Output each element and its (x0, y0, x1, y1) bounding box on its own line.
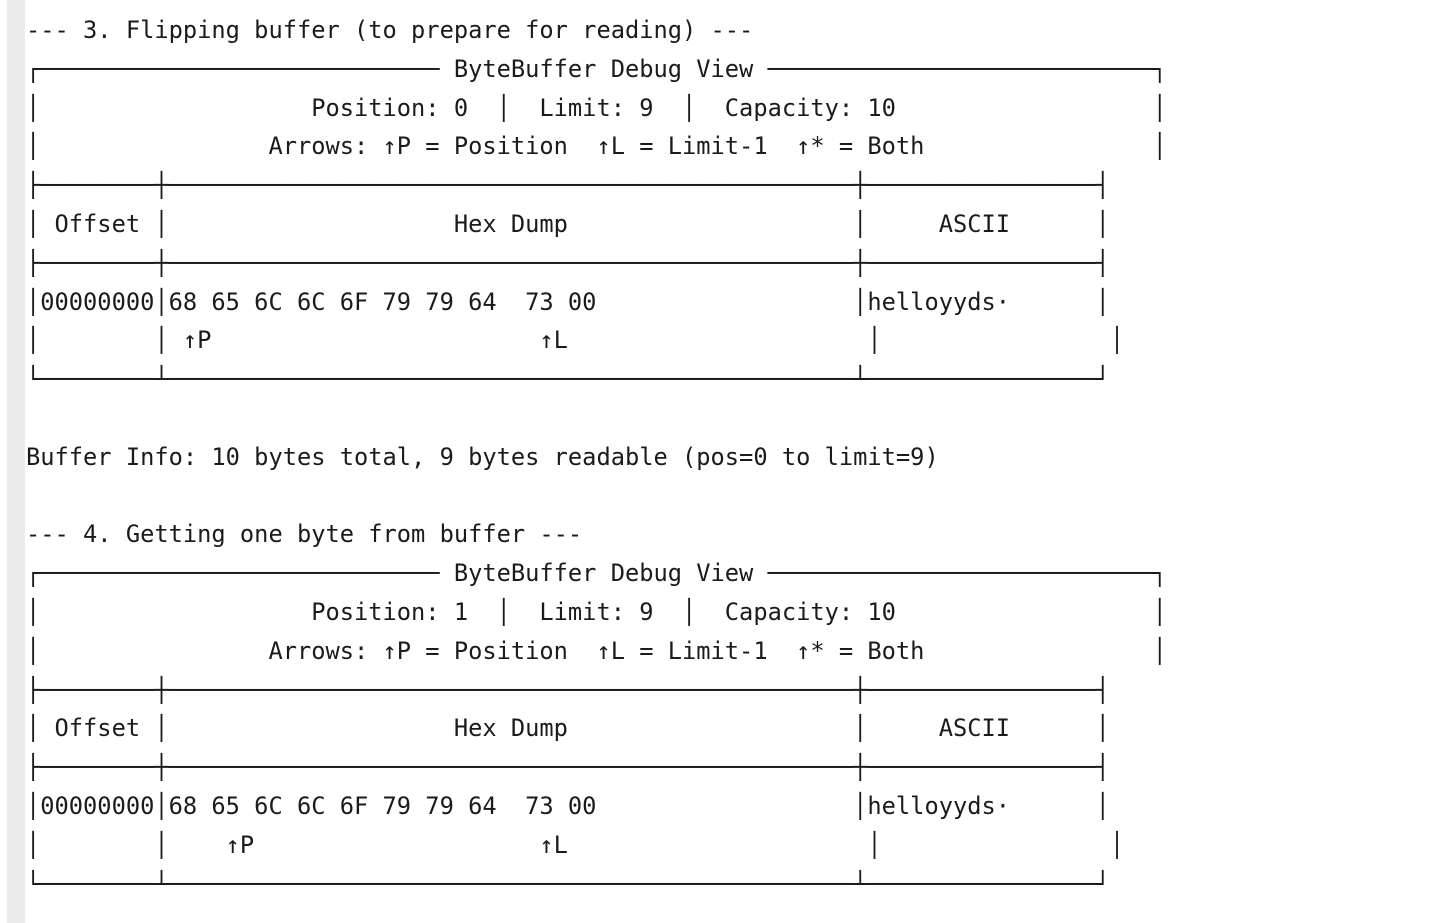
table2-marker-row: │ │ ↑P ↑L │ │ (26, 830, 1125, 859)
table2-header-row: │ Offset │ Hex Dump │ ASCII │ (26, 714, 1110, 743)
terminal-output-area[interactable]: --- 3. Flipping buffer (to prepare for r… (26, 11, 1167, 903)
box1-status-line: │ Position: 0 │ Limit: 9 │ Capacity: 10 … (26, 93, 1167, 122)
left-gutter-divider (7, 0, 25, 923)
box2-status-line: │ Position: 1 │ Limit: 9 │ Capacity: 10 … (26, 597, 1167, 626)
table1-header-row: │ Offset │ Hex Dump │ ASCII │ (26, 209, 1110, 238)
table2-top-border: ├────────┼──────────────────────────────… (26, 675, 1110, 704)
step3-heading: --- 3. Flipping buffer (to prepare for r… (26, 16, 754, 44)
box2-arrows-legend: │ Arrows: ↑P = Position ↑L = Limit-1 ↑* … (26, 636, 1167, 665)
table2-header-separator: ├────────┼──────────────────────────────… (26, 753, 1110, 782)
table1-marker-row: │ │ ↑P ↑L │ │ (26, 326, 1125, 355)
table1-top-border: ├────────┼──────────────────────────────… (26, 171, 1110, 200)
buffer-info-line: Buffer Info: 10 bytes total, 9 bytes rea… (26, 442, 939, 471)
box1-arrows-legend: │ Arrows: ↑P = Position ↑L = Limit-1 ↑* … (26, 132, 1167, 161)
step4-heading: --- 4. Getting one byte from buffer --- (26, 520, 583, 549)
blank-line-1 (26, 399, 1167, 438)
table2-data-row: │00000000│68 65 6C 6C 6F 79 79 64 73 00 … (26, 791, 1110, 820)
box2-top-border: ┌──────────────────────────── ByteBuffer… (26, 559, 1167, 588)
table1-bottom-border: └────────┴──────────────────────────────… (26, 365, 1110, 394)
table1-data-row: │00000000│68 65 6C 6C 6F 79 79 64 73 00 … (26, 287, 1110, 316)
table2-bottom-border: └────────┴──────────────────────────────… (26, 869, 1110, 898)
box1-top-border: ┌──────────────────────────── ByteBuffer… (26, 54, 1167, 83)
blank-line-2 (26, 477, 1167, 516)
table1-header-separator: ├────────┼──────────────────────────────… (26, 248, 1110, 277)
